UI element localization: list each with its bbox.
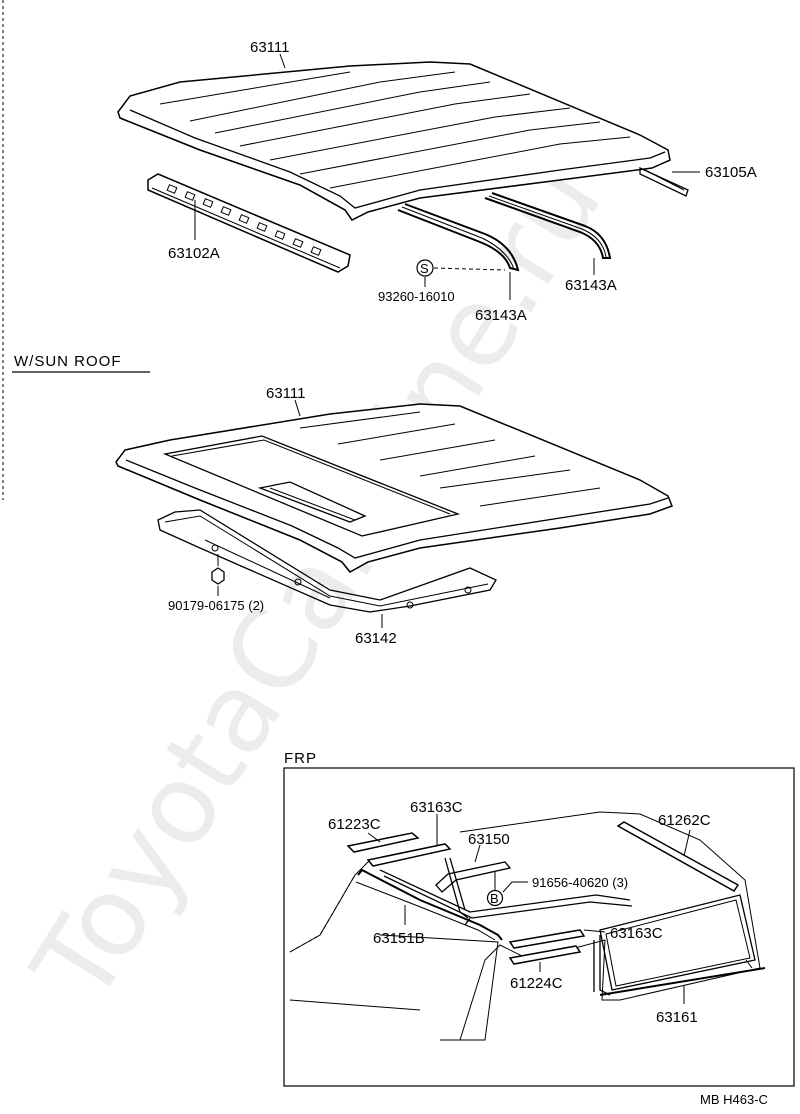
label-63150: 63150 (468, 831, 510, 848)
label-63143A-right: 63143A (565, 277, 617, 294)
label-91656-40620: 91656-40620 (3) (532, 875, 628, 890)
bolt-S-icon: S (416, 259, 434, 277)
section-title-frp: FRP (284, 750, 317, 767)
rear-header-63105A[interactable] (639, 166, 689, 197)
frp-box (283, 767, 795, 1087)
label-63161: 63161 (656, 1009, 698, 1026)
roof-panel-sunroof-63111[interactable] (115, 403, 673, 573)
svg-text:B: B (490, 891, 499, 906)
label-63102A: 63102A (168, 245, 220, 262)
section-title-sunroof: W/SUN ROOF (14, 353, 122, 370)
label-63151B: 63151B (373, 930, 425, 947)
label-61223C: 61223C (328, 816, 381, 833)
diagram-code: MB H463-C (700, 1092, 768, 1107)
screw-B-icon: B (486, 872, 504, 907)
brace-63150[interactable] (435, 857, 512, 919)
label-90179-06175: 90179-06175 (2) (168, 598, 264, 613)
weatherstrip-63163C-low[interactable] (508, 929, 586, 949)
drip-61262C[interactable] (616, 821, 740, 892)
nut-icon (211, 554, 225, 585)
label-61224C: 61224C (510, 975, 563, 992)
roof-panel-63111[interactable] (117, 61, 671, 221)
drip-61224C[interactable] (508, 945, 582, 965)
front-header-63102A[interactable] (147, 173, 351, 273)
label-93260-16010: 93260-16010 (378, 289, 455, 304)
label-63142: 63142 (355, 630, 397, 647)
drip-61223C[interactable] (346, 832, 420, 853)
label-63111-top: 63111 (250, 39, 290, 56)
sunroof-reinforcement-63142[interactable] (157, 509, 497, 613)
label-63143A-left: 63143A (475, 307, 527, 324)
seal-63151B[interactable] (355, 868, 633, 996)
label-63163C-top: 63163C (410, 799, 463, 816)
label-63111-sunroof: 63111 (266, 385, 306, 402)
frp-top-shell[interactable] (289, 811, 766, 1041)
svg-text:S: S (420, 261, 429, 276)
roof-bow-right-63143A[interactable] (484, 192, 612, 259)
label-61262C: 61262C (658, 812, 711, 829)
label-63163C-low: 63163C (610, 925, 663, 942)
label-63105A: 63105A (705, 164, 757, 181)
roof-bow-left-63143A[interactable] (397, 203, 520, 272)
weatherstrip-63163C-top[interactable] (366, 843, 452, 867)
